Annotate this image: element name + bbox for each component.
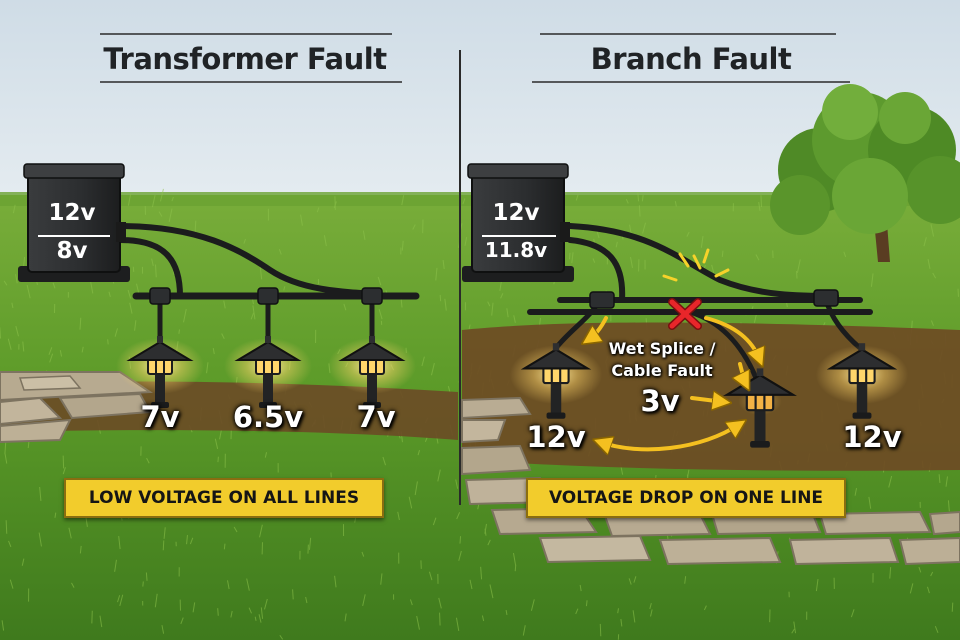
light-fixtures xyxy=(116,336,909,448)
light-voltage-left-2: 6.5v xyxy=(232,400,304,434)
transformer-input-voltage-left: 12v xyxy=(48,200,96,226)
light-voltage-right-1: 12v xyxy=(526,420,586,454)
fault-line-voltage: 3v xyxy=(640,384,680,418)
stone-path-right xyxy=(461,396,960,566)
path-light-icon xyxy=(815,343,909,419)
banner-left: LOW VOLTAGE ON ALL LINES xyxy=(64,478,384,518)
fault-label-line-2: Cable Fault xyxy=(611,361,713,380)
stone-path-left xyxy=(0,371,154,444)
connectors-left xyxy=(149,287,383,305)
path-light-icon xyxy=(509,343,603,419)
light-voltage-left-3: 7v xyxy=(356,400,396,434)
light-voltage-left-1: 7v xyxy=(140,400,180,434)
tree-icon xyxy=(770,84,960,262)
fault-label-line-1: Wet Splice / xyxy=(608,339,716,358)
fault-x-icon xyxy=(662,248,730,330)
panel-title-right: Branch Fault xyxy=(590,42,792,76)
panel-title-left: Transformer Fault xyxy=(103,42,387,76)
banner-right: VOLTAGE DROP ON ONE LINE xyxy=(526,478,846,518)
transformer-output-voltage-right: 11.8v xyxy=(484,238,548,262)
path-light-icon xyxy=(328,336,416,408)
transformer-output-voltage-left: 8v xyxy=(56,238,88,264)
path-light-icon xyxy=(116,336,204,408)
transformer-box-icon xyxy=(18,163,130,282)
current-flow-arrows xyxy=(588,316,760,449)
path-light-icon xyxy=(224,336,312,408)
transformer-box-icon xyxy=(462,163,574,282)
connectors-right xyxy=(589,289,839,309)
fault-label: Wet Splice / Cable Fault xyxy=(596,338,728,382)
light-voltage-right-2: 12v xyxy=(842,420,902,454)
transformer-input-voltage-right: 12v xyxy=(492,200,540,226)
